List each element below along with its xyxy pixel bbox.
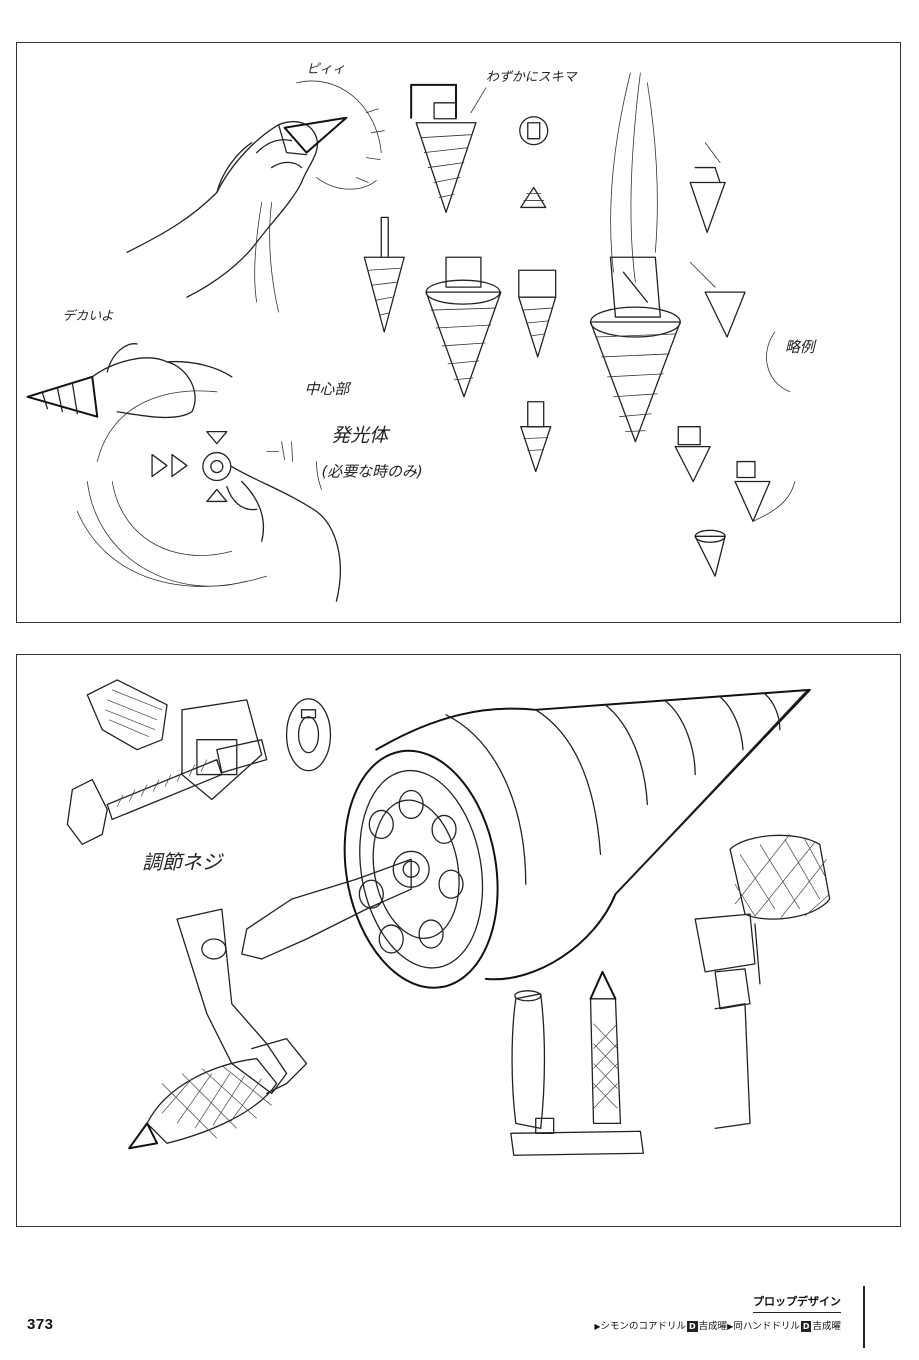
bracket-mark xyxy=(316,461,322,490)
designer-badge: D xyxy=(800,1321,812,1332)
caption-hand-drill: 同ハンドドリル xyxy=(733,1321,800,1332)
cone-drill-study-large xyxy=(410,83,477,214)
drill-top-view-studies xyxy=(519,116,549,209)
small-cone-variants-right xyxy=(674,142,796,577)
hand-drill-sketch-panel: 調節ネジ xyxy=(16,654,901,1227)
caption-marker-icon: ▶ xyxy=(594,1322,601,1331)
caption-designer: 吉成曜 xyxy=(698,1321,728,1332)
handle-part-left xyxy=(510,970,645,1156)
glow-condition: (必要な時のみ) xyxy=(321,463,422,481)
adjust-screw-label: 調節ネジ xyxy=(142,851,224,874)
caption-core-drill: シモンのコアドリル xyxy=(600,1321,687,1332)
sparkle-note: デカいよ xyxy=(62,308,114,324)
crank-handle xyxy=(128,858,412,1150)
hand-drill-sketches: 調節ネジ xyxy=(66,679,831,1156)
omit-note: 略例 xyxy=(785,338,817,356)
caption-designer: 吉成曜 xyxy=(812,1321,841,1332)
page-number: 373 xyxy=(27,1316,54,1333)
omit-bracket xyxy=(766,331,791,393)
hand-with-spinning-drill-sketch xyxy=(26,343,341,602)
cone-drill-study-row xyxy=(363,216,557,473)
core-drill-sketch-panel: ピィィ デカいよ 中心部 発光体 (必要な時のみ) xyxy=(16,42,901,623)
gap-note: わずかにスキマ xyxy=(486,70,579,85)
sfx-label: ピィィ xyxy=(307,62,346,77)
adjust-screw-assembly xyxy=(66,679,268,845)
caption-marker-icon: ▶ xyxy=(727,1322,734,1331)
washer-part xyxy=(285,698,332,772)
footer-divider xyxy=(863,1286,865,1348)
section-title: プロップデザイン xyxy=(753,1293,841,1313)
handle-part-right xyxy=(694,834,831,1129)
glow-label: 発光体 xyxy=(331,425,391,447)
gap-pointer xyxy=(470,87,487,114)
designer-badge: D xyxy=(687,1321,698,1332)
hand-holding-drill-sketch xyxy=(126,80,385,313)
main-cone-drill xyxy=(343,688,811,989)
cone-drill-with-cord xyxy=(589,72,681,443)
core-drill-sketches: ピィィ デカいよ 中心部 発光体 (必要な時のみ) xyxy=(26,62,817,602)
center-label: 中心部 xyxy=(305,380,352,398)
